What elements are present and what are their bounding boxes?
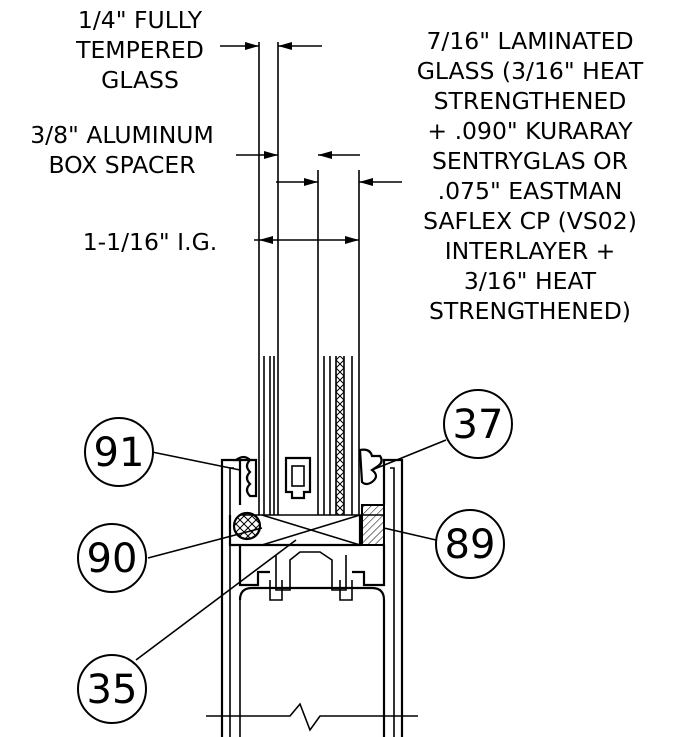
callout-91: 91 (84, 417, 154, 487)
laminated-glass-dimension (276, 178, 402, 186)
svg-text:1/4" FULLY: 1/4" FULLY (78, 6, 203, 34)
tempered-glass-label: 1/4" FULLY TEMPERED GLASS (75, 6, 204, 94)
tempered-glass-dimension (220, 42, 322, 50)
laminated-glass-label: 7/16" LAMINATED GLASS (3/16" HEAT STRENG… (417, 27, 644, 325)
svg-text:89: 89 (445, 522, 496, 568)
dimension-extension-lines (258, 42, 360, 356)
aluminum-frame (206, 458, 418, 737)
svg-text:35: 35 (87, 667, 138, 713)
tempered-glass-pane (258, 356, 279, 515)
svg-text:7/16" LAMINATED: 7/16" LAMINATED (426, 27, 633, 55)
svg-text:3/16" HEAT: 3/16" HEAT (464, 267, 597, 295)
callout-leaders (135, 439, 447, 661)
callout-89: 89 (435, 509, 505, 579)
svg-text:1-1/16" I.G.: 1-1/16" I.G. (83, 228, 218, 256)
svg-text:SENTRYGLAS OR: SENTRYGLAS OR (432, 147, 628, 175)
insulated-glass-label: 1-1/16" I.G. (83, 228, 218, 256)
interior-gasket (232, 455, 258, 498)
svg-text:+ .090" KURARAY: + .090" KURARAY (427, 117, 633, 145)
callout-35: 35 (77, 654, 147, 724)
box-spacer (284, 456, 312, 500)
spacer-dimension (236, 151, 360, 159)
svg-text:GLASS (3/16" HEAT: GLASS (3/16" HEAT (417, 57, 644, 85)
svg-text:STRENGTHENED: STRENGTHENED (434, 87, 627, 115)
setting-block (361, 504, 385, 546)
svg-text:TEMPERED: TEMPERED (75, 36, 204, 64)
svg-text:STRENGTHENED): STRENGTHENED) (429, 297, 631, 325)
svg-text:BOX SPACER: BOX SPACER (48, 151, 195, 179)
aluminum-box-spacer-label: 3/8" ALUMINUM BOX SPACER (30, 121, 214, 179)
svg-text:90: 90 (87, 536, 138, 582)
svg-text:91: 91 (94, 430, 145, 476)
backer-rod (232, 511, 262, 541)
laminated-glass-pane (317, 356, 360, 515)
callout-37: 37 (443, 389, 513, 459)
svg-text:.075" EASTMAN: .075" EASTMAN (438, 177, 623, 205)
ig-dimension (254, 236, 359, 244)
svg-text:37: 37 (453, 402, 504, 448)
svg-text:3/8" ALUMINUM: 3/8" ALUMINUM (30, 121, 214, 149)
callout-90: 90 (77, 523, 147, 593)
svg-text:INTERLAYER +: INTERLAYER + (445, 237, 616, 265)
svg-text:GLASS: GLASS (101, 66, 179, 94)
svg-text:SAFLEX CP (VS02): SAFLEX CP (VS02) (423, 207, 637, 235)
